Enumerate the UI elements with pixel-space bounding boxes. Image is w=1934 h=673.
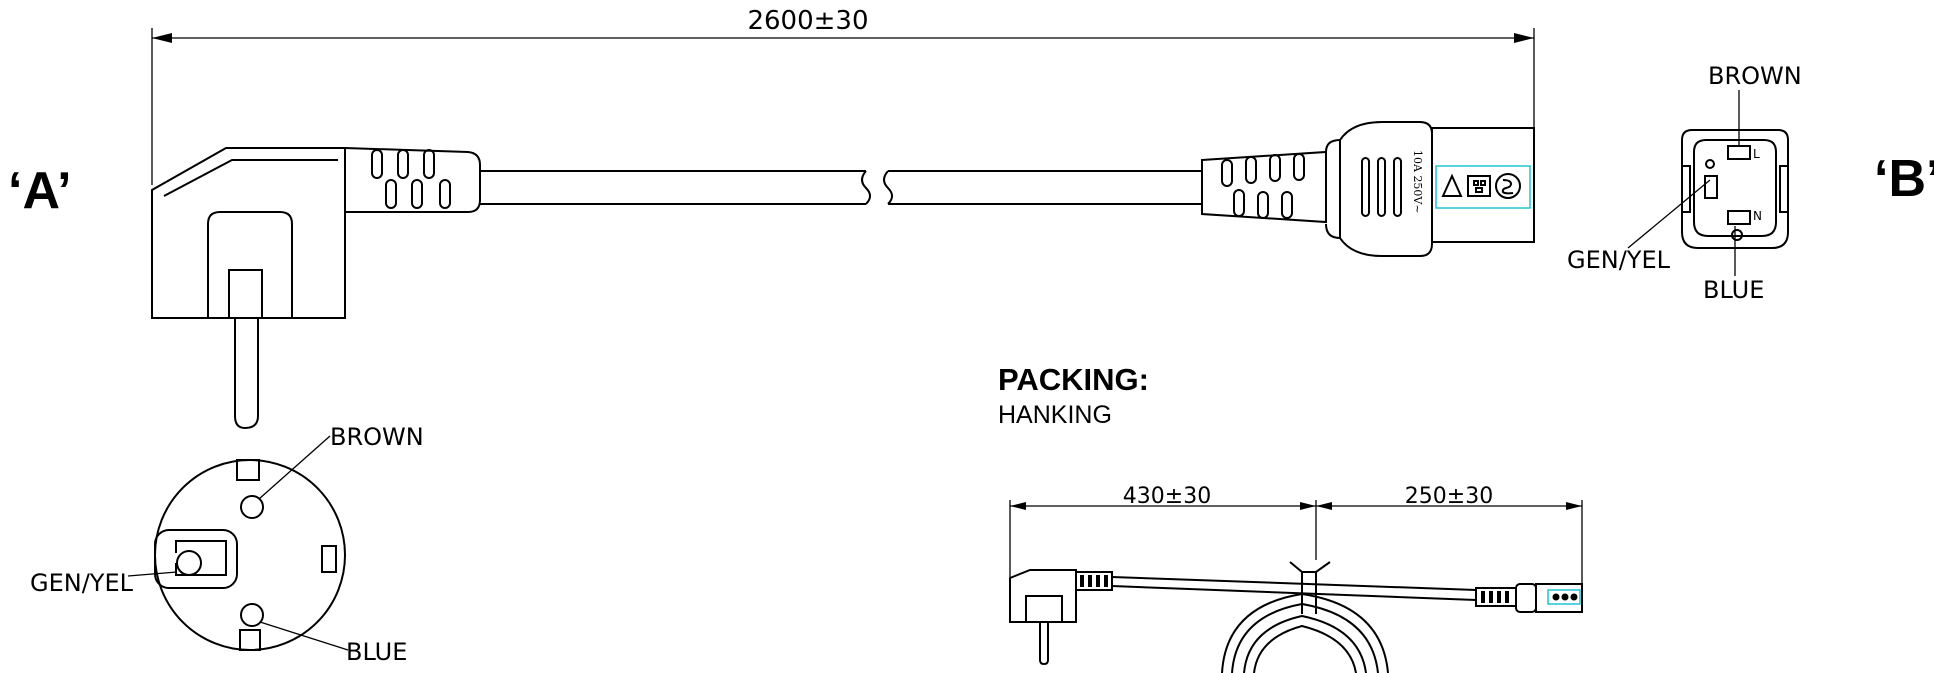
plug-face-blue-label: BLUE xyxy=(346,638,407,666)
angled-plug-side-view xyxy=(151,147,481,430)
total-length-dimension: 2600±30 xyxy=(151,6,1535,185)
connector-face-view-b: L N BROWN GEN/YEL BLUE xyxy=(1567,62,1802,304)
packing-title: PACKING: xyxy=(998,362,1149,397)
connector-face-brown-label: BROWN xyxy=(1708,62,1802,90)
connector-pin-l-label: L xyxy=(1753,147,1760,161)
hank-connector-side-label: 250±30 xyxy=(1405,484,1493,509)
hanked-cord-drawing xyxy=(1009,561,1583,673)
cable-with-break xyxy=(480,170,1202,205)
connector-rating-text: 10A 250V~ xyxy=(1411,150,1424,214)
hank-dimensions: 430±30 250±30 xyxy=(1009,484,1583,600)
hank-plug-side-label: 430±30 xyxy=(1123,484,1211,509)
total-length-label: 2600±30 xyxy=(747,6,868,36)
packing-method: HANKING xyxy=(998,401,1112,429)
plug-face-brown-label: BROWN xyxy=(330,423,424,451)
plug-face-view-a: BROWN GEN/YEL BLUE xyxy=(30,423,424,666)
connector-face-gen-yel-label: GEN/YEL xyxy=(1567,246,1671,274)
view-a-label: ‘A’ xyxy=(8,162,72,220)
plug-face-gen-yel-label: GEN/YEL xyxy=(30,569,134,597)
view-b-label: ‘B’ xyxy=(1874,150,1934,208)
connector-face-blue-label: BLUE xyxy=(1703,276,1764,304)
iec-connector-side-view: 10A 250V~ xyxy=(1201,121,1535,257)
connector-pin-n-label: N xyxy=(1753,209,1762,223)
